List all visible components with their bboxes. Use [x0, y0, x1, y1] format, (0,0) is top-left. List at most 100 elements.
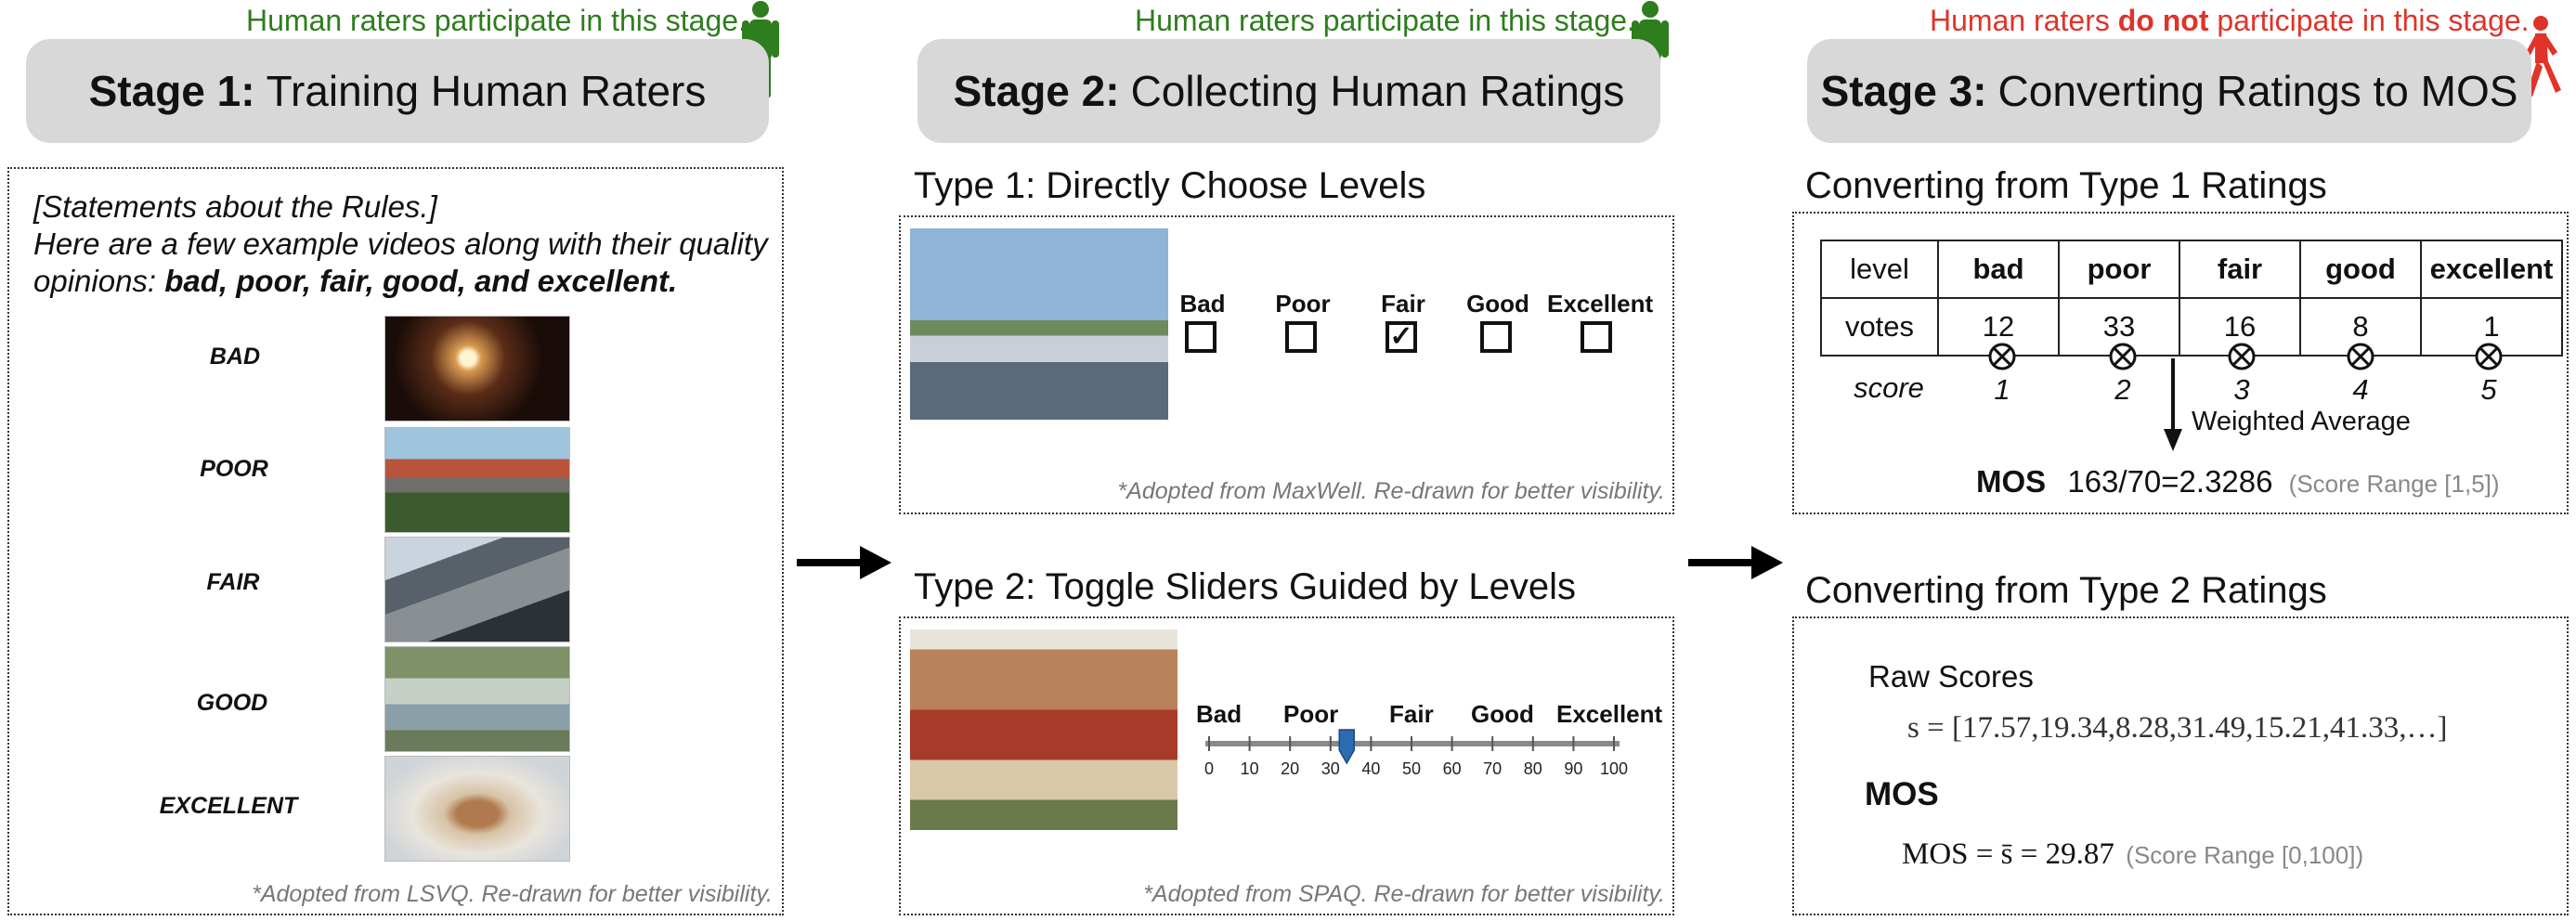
- table-cell-votes-label: votes: [1820, 297, 1939, 357]
- stage1-level-excellent: EXCELLENT: [159, 793, 298, 819]
- slider-tick-label: 40: [1361, 759, 1380, 778]
- slider-handle[interactable]: [1338, 729, 1355, 765]
- stage1-statement: [Statements about the Rules.]: [33, 189, 437, 224]
- stage1-level-bad: BAD: [209, 344, 261, 370]
- stage2-type1-image: [910, 228, 1168, 420]
- stage3-rater-note: Human raters do not participate in this …: [1930, 4, 2530, 38]
- stage3-note-bold: do not: [2117, 4, 2209, 37]
- slider-tick-label: 60: [1443, 759, 1462, 778]
- example-video-poor-thumbnail: [384, 427, 570, 533]
- slider-tick-label: 100: [1600, 759, 1628, 778]
- stage2-header-title: Collecting Human Ratings: [1130, 67, 1625, 115]
- stage2-type1-panel: Bad Poor Fair Good Excellent ✓ *Adopted …: [899, 215, 1674, 514]
- stage1-intro-bold: bad, poor, fair, good, and excellent.: [164, 264, 678, 298]
- score-3: 3: [2233, 373, 2250, 406]
- mos-type1-range: (Score Range [1,5]): [2288, 470, 2500, 498]
- stage3-type1-panel: level bad poor fair good excellent votes…: [1792, 212, 2569, 514]
- stage3-type1-title: Converting from Type 1 Ratings: [1805, 165, 2327, 206]
- table-cell-level-excellent: excellent: [2420, 240, 2563, 299]
- type2-label-good: Good: [1471, 700, 1534, 728]
- type1-checkbox-bad[interactable]: [1185, 321, 1216, 353]
- example-video-bad-thumbnail: [384, 316, 570, 422]
- type1-label-bad: Bad: [1179, 290, 1226, 318]
- type1-checkbox-fair[interactable]: ✓: [1386, 321, 1417, 353]
- type1-label-good: Good: [1466, 290, 1529, 318]
- example-video-excellent-thumbnail: [384, 756, 570, 862]
- stage3-type2-title: Converting from Type 2 Ratings: [1805, 570, 2327, 611]
- type1-checkbox-excellent[interactable]: [1581, 321, 1612, 353]
- stage1-intro-line1: Here are a few example videos along with…: [33, 227, 768, 261]
- mos-type1-value: 163/70=2.3286: [2067, 464, 2273, 499]
- arrow-stage2-to-stage3-icon: [1688, 546, 1783, 579]
- mos-type2-range: (Score Range [0,100]): [2126, 841, 2364, 869]
- slider-tick-label: 20: [1281, 759, 1299, 778]
- type1-label-excellent: Excellent: [1547, 290, 1654, 318]
- stage2-type1-title: Type 1: Directly Choose Levels: [914, 165, 1426, 206]
- type1-checkbox-good[interactable]: [1480, 321, 1512, 353]
- stage1-footnote: *Adopted from LSVQ. Re-drawn for better …: [252, 881, 773, 907]
- score-5: 5: [2480, 373, 2497, 406]
- mos-type2-title: MOS: [1865, 776, 1939, 812]
- weighted-average-label: Weighted Average: [2192, 407, 2411, 436]
- mos-type2-line: MOS = s̄ = 29.87 (Score Range [0,100]): [1902, 837, 2363, 872]
- arrow-stage1-to-stage2-icon: [797, 546, 891, 579]
- stage2-rater-note: Human raters participate in this stage.: [1135, 4, 1635, 37]
- multiply-circle-icon: [2109, 343, 2137, 370]
- stage2-type2-panel: Bad Poor Fair Good Excellent 0 10 20 30 40 50…: [899, 616, 1674, 915]
- slider-tick-label: 90: [1564, 759, 1582, 778]
- slider-tick-label: 80: [1524, 759, 1542, 778]
- stage2-header: Stage 2: Collecting Human Ratings: [917, 39, 1660, 143]
- slider-tick-label: 50: [1402, 759, 1421, 778]
- table-cell-level-label: level: [1820, 240, 1939, 299]
- stage3-note-post: participate in this stage.: [2208, 4, 2530, 37]
- multiply-circle-icon: [2347, 343, 2374, 370]
- stage1-level-poor: POOR: [200, 456, 268, 482]
- type1-checkbox-poor[interactable]: [1285, 321, 1317, 353]
- type2-label-fair: Fair: [1389, 700, 1434, 728]
- raw-scores-formula: s = [17.57,19.34,8.28,31.49,15.21,41.33,…: [1907, 711, 2448, 745]
- score-4: 4: [2352, 373, 2369, 406]
- stage3-type2-panel: Raw Scores s = [17.57,19.34,8.28,31.49,1…: [1792, 616, 2569, 915]
- table-row-level: level bad poor fair good excellent: [1820, 240, 2563, 299]
- score-2: 2: [2114, 373, 2131, 406]
- stage1-intro-plain: opinions:: [33, 264, 165, 298]
- stage1-level-fair: FAIR: [206, 569, 260, 595]
- stage1-header-title: Training Human Raters: [266, 67, 707, 115]
- slider-tick-label: 10: [1241, 759, 1259, 778]
- mos-type2-formula: MOS = s̄ = 29.87: [1902, 837, 2114, 871]
- stage1-panel: [Statements about the Rules.] Here are a…: [7, 167, 784, 915]
- stage3-note-pre: Human raters: [1930, 4, 2118, 37]
- stage1-header-bold: Stage 1:: [88, 67, 255, 115]
- table-cell-level-fair: fair: [2179, 240, 2301, 299]
- stage1-header: Stage 1: Training Human Raters: [26, 39, 769, 143]
- stage3-header-bold: Stage 3:: [1820, 67, 1987, 115]
- stage3-header-title: Converting Ratings to MOS: [1997, 67, 2518, 115]
- stage2-type2-image: [910, 629, 1177, 830]
- stage2-type2-title: Type 2: Toggle Sliders Guided by Levels: [914, 566, 1577, 607]
- table-cell-level-bad: bad: [1937, 240, 2060, 299]
- type1-label-fair: Fair: [1381, 290, 1425, 318]
- raw-scores-title: Raw Scores: [1868, 659, 2034, 694]
- down-arrow-icon: [2164, 358, 2182, 451]
- type2-label-poor: Poor: [1283, 700, 1339, 728]
- type2-label-bad: Bad: [1196, 700, 1242, 728]
- type1-label-poor: Poor: [1275, 290, 1331, 318]
- type2-label-excellent: Excellent: [1556, 700, 1663, 728]
- example-video-fair-thumbnail: [384, 537, 570, 642]
- stage2-type2-footnote: *Adopted from SPAQ. Re-drawn for better …: [1143, 881, 1665, 907]
- slider-tick-label: 0: [1204, 759, 1214, 778]
- table-cell-level-good: good: [2299, 240, 2422, 299]
- stage3-header: Stage 3: Converting Ratings to MOS: [1807, 39, 2531, 143]
- table-cell-level-poor: poor: [2058, 240, 2180, 299]
- example-video-good-thumbnail: [384, 646, 570, 752]
- mos-type1-label: MOS: [1976, 464, 2047, 499]
- votes-table: level bad poor fair good excellent votes…: [1820, 240, 2563, 357]
- stage1-intro-line2: opinions: bad, poor, fair, good, and exc…: [33, 264, 677, 299]
- slider-tick-label: 30: [1321, 759, 1340, 778]
- multiply-circle-icon: [1988, 343, 2016, 370]
- multiply-circle-icon: [2475, 343, 2503, 370]
- stage2-header-bold: Stage 2:: [953, 67, 1120, 115]
- stage1-level-good: GOOD: [196, 690, 268, 716]
